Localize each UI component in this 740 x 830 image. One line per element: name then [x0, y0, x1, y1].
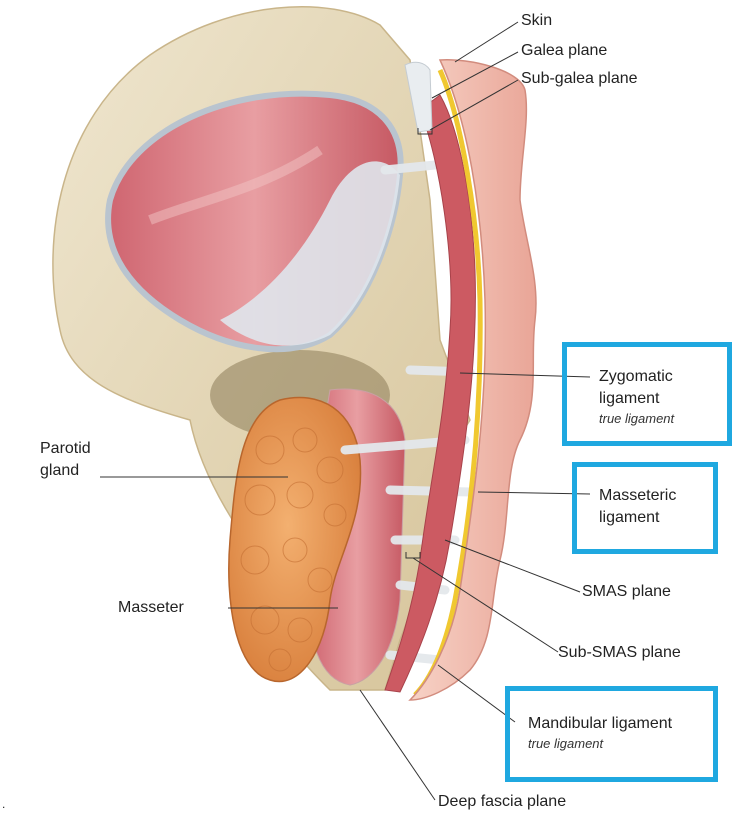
leader-masseteric: [477, 491, 591, 495]
leader-deepfascia: [359, 689, 436, 801]
zygomatic-ligament-label: Zygomatic ligament true ligament: [599, 366, 674, 428]
masseter-label: Masseter: [118, 599, 184, 616]
galea-plane-label: Galea plane: [521, 42, 608, 59]
leader-galea: [431, 51, 519, 99]
smas-plane-label: SMAS plane: [582, 583, 671, 600]
mandibular-ligament-label: Mandibular ligament true ligament: [528, 713, 672, 753]
mandibular-note: true ligament: [528, 736, 604, 751]
leader-skin: [454, 21, 519, 63]
zygomatic-ligament-line2: ligament: [599, 390, 660, 407]
fat-layer: [413, 68, 483, 697]
leader-subgalea: [429, 79, 519, 131]
smas-layer: [384, 94, 476, 693]
mandibular-highlight-box: [505, 686, 718, 782]
masseteric-line2: ligament: [599, 509, 660, 526]
parotid-line1: Parotid: [40, 440, 91, 457]
sub-smas-plane-label: Sub-SMAS plane: [558, 644, 681, 661]
leader-smas: [444, 539, 581, 593]
masseteric-line1: Masseteric: [599, 487, 677, 504]
parotid-gland-label: Parotid gland: [40, 438, 91, 482]
mandibular-line1: Mandibular ligament: [528, 715, 673, 732]
deep-fascia-plane-label: Deep fascia plane: [438, 793, 567, 810]
corner-mark: .: [2, 797, 6, 811]
skin-layer: [408, 59, 537, 701]
masseteric-ligament-label: Masseteric ligament: [599, 485, 676, 529]
masseteric-highlight-box: [572, 462, 718, 554]
leader-zygomatic: [459, 372, 591, 378]
zygomatic-note: true ligament: [599, 411, 675, 426]
leader-mandibular: [437, 664, 516, 723]
skin-label: Skin: [521, 12, 553, 29]
zygomatic-ligament-line1: Zygomatic: [599, 368, 673, 385]
temporalis-tendon: [220, 161, 400, 346]
sub-galea-plane-label: Sub-galea plane: [521, 70, 638, 87]
zygomatic-highlight-box: [562, 342, 732, 446]
parotid-line2: gland: [40, 462, 80, 479]
galea-strip: [404, 61, 433, 133]
leader-subsmas: [412, 557, 559, 653]
